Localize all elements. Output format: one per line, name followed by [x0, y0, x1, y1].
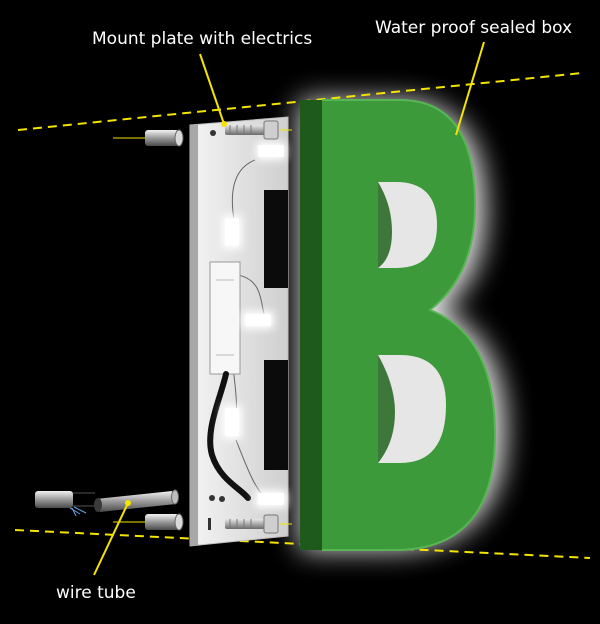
leader-lines	[93, 41, 485, 576]
led-modules	[222, 142, 287, 508]
letter-b-face	[322, 100, 495, 550]
spacer-top	[113, 129, 184, 147]
wire-tube-label: wire tube	[56, 583, 136, 603]
mount-plate-leader	[199, 53, 225, 125]
top-guide-line	[17, 72, 583, 131]
letter-b	[300, 99, 497, 551]
mount-plate-leader-dot	[221, 121, 227, 127]
wire-tube-leader-dot	[125, 500, 131, 506]
wire-tube	[35, 489, 179, 517]
bolt-bottom	[225, 514, 292, 534]
mount-plate-label: Mount plate with electrics	[92, 29, 313, 49]
sealed-box-label: Water proof sealed box	[375, 18, 573, 38]
mount-plate	[189, 116, 289, 547]
bolt-top	[225, 120, 292, 140]
wire-tube-leader	[93, 502, 129, 576]
spacer-bottom	[113, 513, 184, 531]
sealed-box-leader	[455, 41, 485, 136]
